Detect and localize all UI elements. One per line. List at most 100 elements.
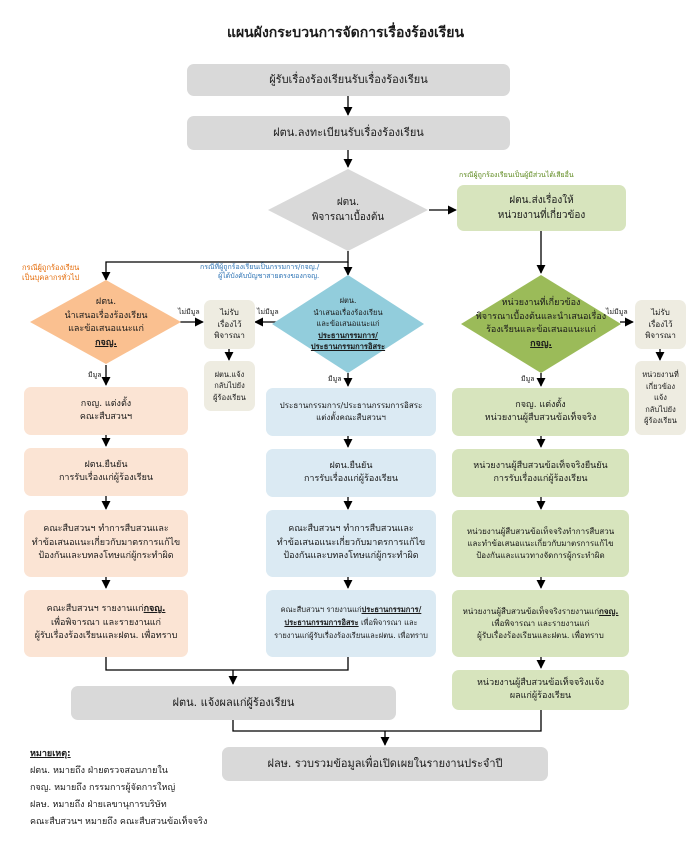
diamond-initial-line2: พิจารณาเบื้องต้น xyxy=(311,212,385,223)
label-general-staff-line2: เป็นบุคลากรทั่วไป xyxy=(22,272,80,282)
box-forward-to-unit: ฝตน.ส่งเรื่องให้ หน่วยงานที่เกี่ยวข้อง xyxy=(457,185,626,231)
label-general-staff-line1: กรณีผู้ถูกร้องเรียน xyxy=(22,263,80,272)
label-other-stakeholder: กรณีผู้ถูกร้องเรียนเป็นผู้มีส่วนได้เสียอ… xyxy=(459,171,574,179)
diamond-middle-line2: นำเสนอเรื่องร้องเรียน xyxy=(313,307,383,317)
diamond-middle-line5: ประธานกรรมการอิสระ xyxy=(310,342,386,352)
box-left-step2-line2: การรับเรื่องแก่ผู้ร้องเรียน xyxy=(58,473,154,483)
label-left-has-merit: มีมูล xyxy=(88,371,102,379)
box-left-inform-line2: กลับไปยัง xyxy=(214,381,245,391)
label-right-has-merit: มีมูล xyxy=(521,375,535,383)
box-left-step4-line3: ผู้รับเรื่องร้องเรียนและฝตน. เพื่อทราบ xyxy=(34,631,178,642)
box-right-inform-line3: กลับไปยัง xyxy=(645,404,676,414)
diamond-right-line3: ร้องเรียนและข้อเสนอแนะแก่ xyxy=(486,325,596,335)
box-right-step4-line1: หน่วยงานผู้สืบสวนข้อเท็จจริงรายงานแก่กจญ… xyxy=(463,606,619,618)
diamond-right-line1: หน่วยงานที่เกี่ยวข้อง xyxy=(501,298,581,308)
box-left-reject-line3: พิจารณา xyxy=(214,331,245,341)
box-right-step1-line2: หน่วยงานผู้สืบสวนข้อเท็จจริง xyxy=(484,413,597,423)
diamond-initial-review-text: ฝตน. พิจารณาเบื้องต้น xyxy=(288,186,408,234)
box-middle-step3: คณะสืบสวนฯ ทำการสืบสวนและ ทำข้อเสนอแนะเก… xyxy=(266,510,436,577)
diamond-middle-text: ฝตน. นำเสนอเรื่องร้องเรียน และข้อเสนอแนะ… xyxy=(293,288,403,360)
diamond-left-present xyxy=(30,280,181,364)
box-right-step2: หน่วยงานผู้สืบสวนข้อเท็จจริงยืนยัน การรั… xyxy=(452,449,629,497)
box-right-inform-line4: ผู้ร้องเรียน xyxy=(644,416,677,426)
box-right-step3-line3: ป้องกันและแนวทางจัดการผู้กระทำผิด xyxy=(476,550,605,560)
box-left-step3: คณะสืบสวนฯ ทำการสืบสวนและ ทำข้อเสนอแนะเก… xyxy=(24,510,188,577)
box-left-step4-a: คณะสืบสวนฯ รายงานแก่ xyxy=(46,604,144,615)
notes-heading: หมายเหตุ: xyxy=(30,749,71,759)
box-right-step2-line1: หน่วยงานผู้สืบสวนข้อเท็จจริงยืนยัน xyxy=(473,460,608,471)
box-right-reject-line2: เรื่องไว้ xyxy=(648,319,673,329)
box-forward-line2: หน่วยงานที่เกี่ยวข้อง xyxy=(497,210,586,221)
page-title: แผนผังกระบวนการจัดการเรื่องร้องเรียน xyxy=(226,25,465,41)
notes-line4: คณะสืบสวนฯ หมายถึง คณะสืบสวนข้อเท็จจริง xyxy=(30,817,208,827)
label-director-line2: ผู้ได้บังคับบัญชาสายตรงของกจญ. xyxy=(218,272,320,281)
box-middle-step2: ฝตน.ยืนยัน การรับเรื่องแก่ผู้ร้องเรียน xyxy=(266,449,436,497)
label-middle-no-merit: ไม่มีมูล xyxy=(257,308,279,316)
box-middle-step3-line3: ป้องกันและบทลงโทษแก่ผู้กระทำผิด xyxy=(283,551,419,562)
box-middle-step3-line1: คณะสืบสวนฯ ทำการสืบสวนและ xyxy=(288,524,414,535)
diamond-left-line3: และข้อเสนอแนะแก่ xyxy=(68,324,144,334)
diamond-left-line1: ฝตน. xyxy=(95,297,117,307)
box-annual-report: ฝลษ. รวบรวมข้อมูลเพื่อเปิดเผยในรายงานประ… xyxy=(222,747,548,781)
box-right-reject-line3: พิจารณา xyxy=(645,331,676,341)
label-director-line1: กรณีที่ผู้ถูกร้องเรียนเป็นกรรมการ/กจญ./ xyxy=(200,263,320,271)
box-right-step5-line1: หน่วยงานผู้สืบสวนข้อเท็จจริงแจ้ง xyxy=(476,677,604,688)
notes-line2: กจญ. หมายถึง กรรมการผู้จัดการใหญ่ xyxy=(30,783,176,793)
arrow-to-left-branch xyxy=(101,251,349,281)
diamond-initial-line1: ฝตน. xyxy=(336,197,360,208)
box-register-complaint: ฝตน.ลงทะเบียนรับเรื่องร้องเรียน xyxy=(187,116,510,150)
label-right-no-merit: ไม่มีมูล xyxy=(606,308,628,316)
box-right-step1: กจญ. แต่งตั้ง หน่วยงานผู้สืบสวนข้อเท็จจร… xyxy=(452,388,629,436)
box-right-step4-a: หน่วยงานผู้สืบสวนข้อเท็จจริงรายงานแก่ xyxy=(462,606,600,616)
notes-line3: ฝลษ. หมายถึง ฝ่ายเลขานุการบริษัท xyxy=(30,800,167,810)
diamond-right-present xyxy=(461,275,621,373)
box-left-inform: ฝตน.แจ้ง กลับไปยัง ผู้ร้องเรียน xyxy=(204,361,255,411)
box-left-step4-line2: เพื่อพิจารณา และรายงานแก่ xyxy=(51,617,161,628)
box-left-step3-line1: คณะสืบสวนฯ ทำการสืบสวนและ xyxy=(43,524,169,535)
box-left-step4: คณะสืบสวนฯ รายงานแก่กจญ. เพื่อพิจารณา แล… xyxy=(24,590,188,657)
box-middle-step4-line1: คณะสืบสวนฯ รายงานแก่ประธานกรรมการ/ xyxy=(281,604,422,617)
box-left-step1-line1: กจญ. แต่งตั้ง xyxy=(80,398,132,409)
merge-to-final xyxy=(232,710,542,732)
box-middle-step2-line1: ฝตน.ยืนยัน xyxy=(329,460,373,471)
diamond-right-text: หน่วยงานที่เกี่ยวข้อง พิจารณาเบื้องต้นแล… xyxy=(468,293,614,355)
box-right-step4: หน่วยงานผู้สืบสวนข้อเท็จจริงรายงานแก่กจญ… xyxy=(452,590,629,657)
box-middle-step4-line3: รายงานแก่ผู้รับเรื่องร้องเรียนและฝตน. เพ… xyxy=(274,630,428,640)
box-right-inform-line1: หน่วยงานที่ xyxy=(642,369,679,379)
box-right-inform-line2: เกี่ยวข้องแจ้ง xyxy=(645,381,675,403)
box-notify-result-text: ฝตน. แจ้งผลแก่ผู้ร้องเรียน xyxy=(172,695,295,709)
box-left-step2: ฝตน.ยืนยัน การรับเรื่องแก่ผู้ร้องเรียน xyxy=(24,448,188,496)
diamond-left-text: ฝตน. นำเสนอเรื่องร้องเรียน และข้อเสนอแนะ… xyxy=(46,292,166,354)
label-middle-has-merit: มีมูล xyxy=(328,375,342,383)
box-middle-step3-line2: ทำข้อเสนอแนะเกี่ยวกับมาตรการแก้ไข xyxy=(276,537,426,548)
box-right-step3-line1: หน่วยงานผู้สืบสวนข้อเท็จจริงทำการสืบสวน xyxy=(466,526,615,536)
box-middle-step4-line2: ประธานกรรมการอิสระ เพื่อพิจารณา และ xyxy=(284,617,417,630)
diamond-middle-line4: ประธานกรรมการ/ xyxy=(318,330,378,340)
notes-line1: ฝตน. หมายถึง ฝ่ายตรวจสอบภายใน xyxy=(30,766,168,776)
box-left-step1: กจญ. แต่งตั้ง คณะสืบสวนฯ xyxy=(24,387,188,435)
diamond-right-line4: กจญ. xyxy=(530,338,552,349)
box-right-step3-line2: และทำข้อเสนอแนะเกี่ยวกับมาตรการแก้ไข xyxy=(467,538,614,548)
box-left-step3-line2: ทำข้อเสนอแนะเกี่ยวกับมาตรการแก้ไข xyxy=(31,537,181,548)
diamond-left-line4: กจญ. xyxy=(95,337,117,348)
box-right-step2-line2: การรับเรื่องแก่ผู้ร้องเรียน xyxy=(493,474,588,484)
diamond-middle-line3: และข้อเสนอแนะแก่ xyxy=(316,319,380,329)
box-left-step4-line1: คณะสืบสวนฯ รายงานแก่กจญ. xyxy=(47,603,166,617)
box-left-step1-line2: คณะสืบสวนฯ xyxy=(79,412,133,422)
box-right-step1-line1: กจญ. แต่งตั้ง xyxy=(515,399,566,410)
box-middle-step2-line2: การรับเรื่องแก่ผู้ร้องเรียน xyxy=(303,474,399,484)
box-left-reject-line2: เรื่องไว้ xyxy=(217,319,242,329)
box-right-step4-line3: ผู้รับเรื่องร้องเรียนและฝตน. เพื่อทราบ xyxy=(477,630,604,640)
box-middle-step4-c: ประธานกรรมการอิสระ xyxy=(284,618,359,628)
box-left-inform-line1: ฝตน.แจ้ง xyxy=(214,370,245,380)
diamond-middle-present xyxy=(272,275,424,373)
box-receive-complaint: ผู้รับเรื่องร้องเรียนรับเรื่องร้องเรียน xyxy=(187,64,510,96)
merge-left-middle xyxy=(105,657,349,671)
label-director-case: กรณีที่ผู้ถูกร้องเรียนเป็นกรรมการ/กจญ./ … xyxy=(200,263,319,281)
box-right-inform: หน่วยงานที่ เกี่ยวข้องแจ้ง กลับไปยัง ผู้… xyxy=(635,361,686,435)
box-right-reject: ไม่รับ เรื่องไว้ พิจารณา xyxy=(635,300,686,349)
box-right-step4-line2: เพื่อพิจารณา และรายงานแก่ xyxy=(491,618,590,628)
box-forward-line1: ฝตน.ส่งเรื่องให้ xyxy=(509,195,574,206)
box-middle-step4: คณะสืบสวนฯ รายงานแก่ประธานกรรมการ/ ประธา… xyxy=(266,590,436,657)
